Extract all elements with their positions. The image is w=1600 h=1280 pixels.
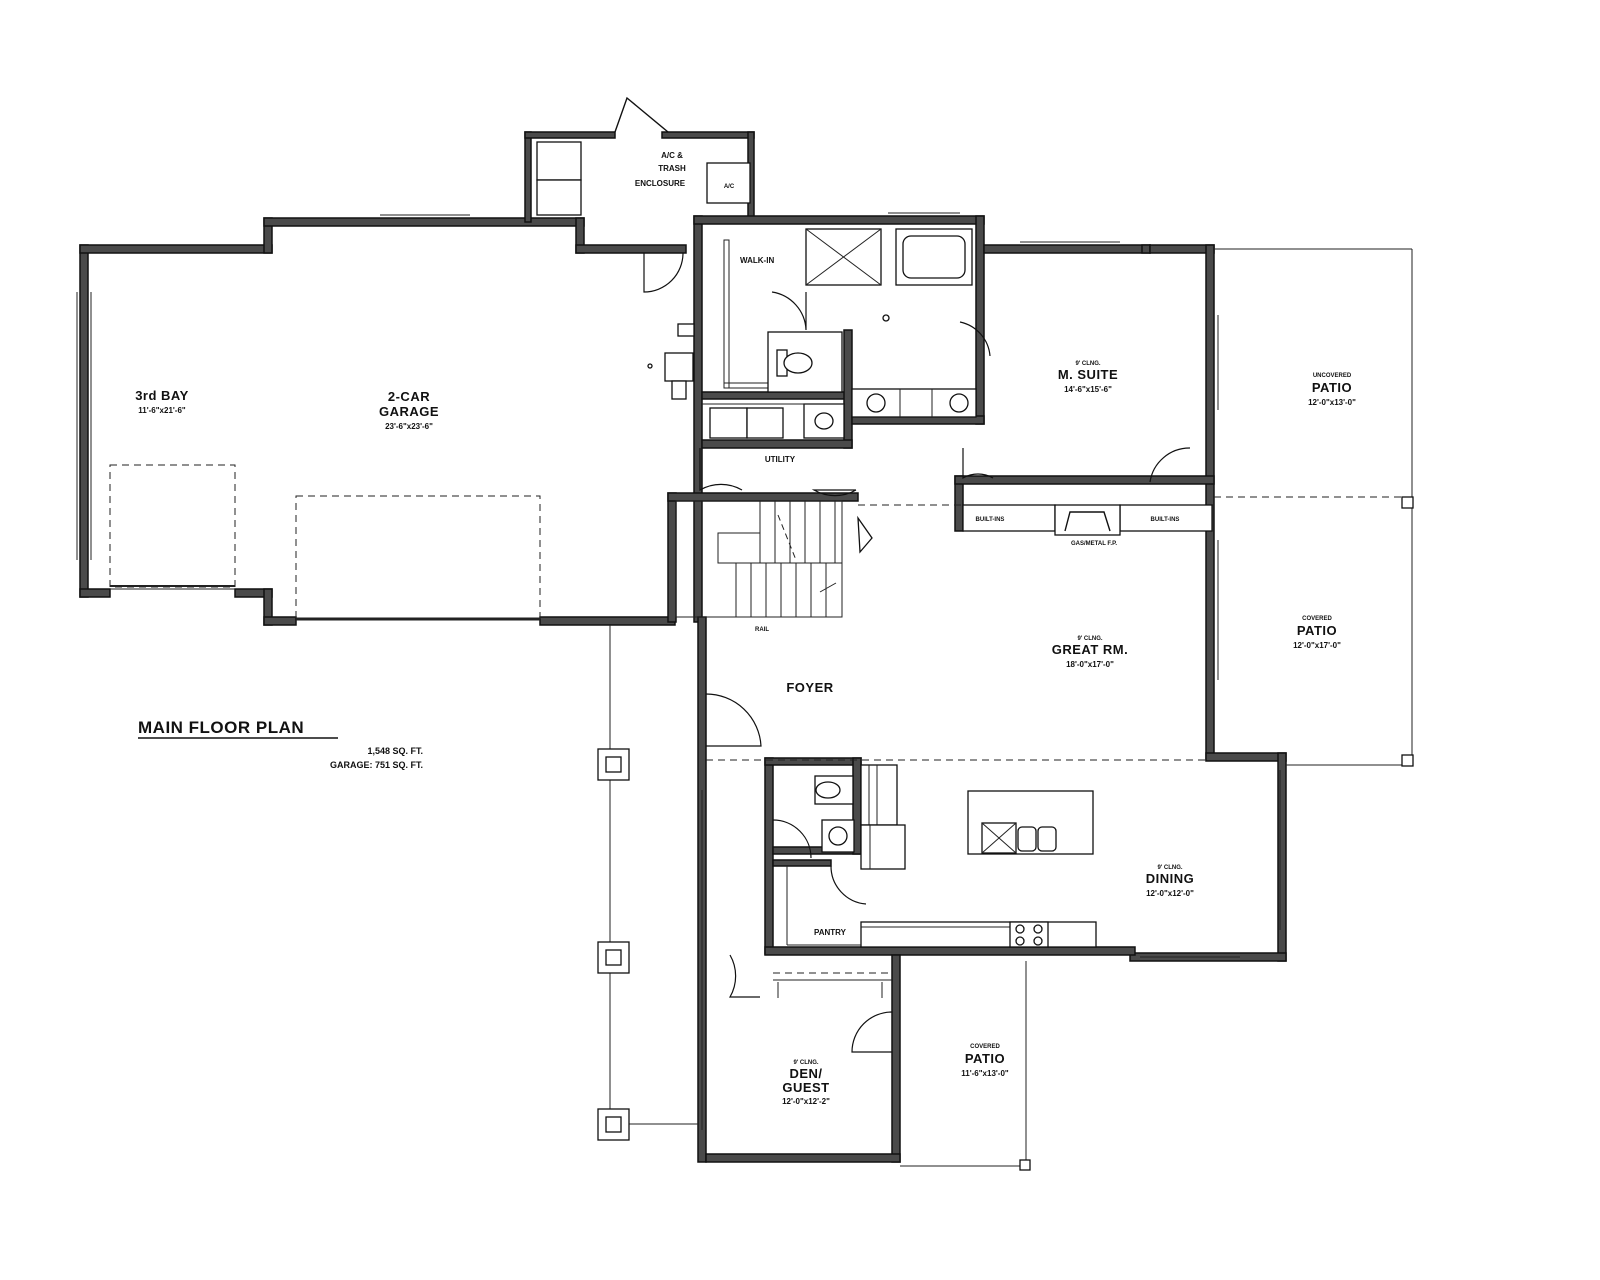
garage-north-wall	[263, 217, 585, 227]
walls	[79, 131, 1287, 1163]
built-ins-left	[962, 504, 1056, 532]
patio-covered-right-dims: 12'-0"x17'-0"	[1293, 641, 1341, 650]
doors	[643, 252, 1191, 1053]
wall-oven	[860, 824, 906, 870]
refrigerator	[860, 764, 898, 826]
den-dims: 12'-0"x12'-2"	[782, 1097, 830, 1106]
patio-covered-bottom-dims: 11'-6"x13'-0"	[961, 1069, 1009, 1078]
stair-west-wall	[667, 492, 677, 623]
built-ins-left-label: BUILT-INS	[976, 517, 1005, 523]
utility-label: UTILITY	[765, 455, 796, 464]
suite-south-wall	[954, 475, 1215, 485]
garage-west-wall	[79, 244, 89, 598]
dryer	[746, 407, 784, 439]
ac-west-wall	[524, 131, 532, 223]
washer	[709, 407, 748, 439]
halfbath-west-wall	[764, 757, 774, 955]
ac-label-1: A/C &	[661, 151, 683, 160]
range	[1009, 921, 1049, 948]
dining-north-jog	[1205, 752, 1287, 762]
walk-in-label: WALK-IN	[740, 256, 774, 265]
garage-dims: 23'-6"x23'-6"	[385, 422, 433, 431]
great-rm-name: GREAT RM.	[1052, 642, 1128, 657]
fixtures	[647, 228, 1213, 998]
patio-uncovered-label: UNCOVERED	[1313, 373, 1352, 379]
kitchen-counter	[860, 921, 1097, 948]
foyer-label: FOYER	[786, 680, 833, 695]
ac-pad-top	[536, 141, 582, 181]
ac-north-wall-left	[524, 131, 616, 139]
great-rm-dims: 18'-0"x17'-0"	[1066, 660, 1114, 669]
plan-area-garage: GARAGE: 751 SQ. FT.	[330, 760, 423, 770]
ac-north-wall-right	[661, 131, 755, 139]
suite-north-wall	[983, 244, 1151, 254]
patio-uncovered-name: PATIO	[1312, 380, 1352, 395]
dining-name: DINING	[1146, 871, 1195, 886]
den-name-1: DEN/	[789, 1066, 822, 1081]
great-rm-ceiling: 9' CLNG.	[1077, 636, 1102, 642]
garage-north-wall-left	[79, 244, 273, 254]
garage-north-wall-right	[575, 244, 687, 254]
patio-covered-right-name: PATIO	[1297, 623, 1337, 638]
suite-east-wall	[1205, 244, 1215, 761]
den-east-wall	[891, 954, 901, 1163]
dashed-lines	[109, 464, 1410, 974]
den-ceiling: 9' CLNG.	[793, 1060, 818, 1066]
pantry-label: PANTRY	[814, 928, 847, 937]
fireplace-label: GAS/METAL F.P.	[1071, 541, 1117, 547]
ac-pad-bottom	[536, 179, 582, 216]
garage-name-2: GARAGE	[379, 404, 439, 419]
ac-gate	[614, 96, 669, 133]
garage-water-heater	[664, 352, 694, 382]
plan-title: MAIN FLOOR PLAN	[138, 718, 304, 737]
ac-unit-label: A/C	[724, 184, 735, 190]
suite-dims: 14'-6"x15'-6"	[1064, 385, 1112, 394]
ac-unit	[706, 162, 751, 204]
stair-door-swing	[857, 515, 873, 554]
garage-name-1: 2-CAR	[388, 389, 430, 404]
suite-name: M. SUITE	[1058, 367, 1118, 382]
dining-dims: 12'-0"x12'-0"	[1146, 889, 1194, 898]
suite-ceiling: 9' CLNG.	[1075, 361, 1100, 367]
patio-uncovered-dims: 12'-0"x13'-0"	[1308, 398, 1356, 407]
bath-west-wall	[693, 215, 703, 623]
patios	[597, 248, 1414, 1171]
stair-treads	[718, 501, 842, 617]
third-bay-dims: 11'-6"x21'-6"	[138, 406, 186, 415]
suite-north-wall-right	[1149, 244, 1215, 254]
suite-north-corner	[1141, 244, 1151, 254]
dining-ceiling: 9' CLNG.	[1157, 865, 1182, 871]
bath-north-wall	[693, 215, 985, 225]
stair-north-wall	[667, 492, 859, 502]
patio-covered-right-label: COVERED	[1302, 616, 1332, 622]
dining-east-wall	[1277, 752, 1287, 962]
third-bay-name: 3rd BAY	[135, 388, 189, 403]
den-name-2: GUEST	[782, 1080, 829, 1095]
garage-south-left	[263, 616, 297, 626]
halfbath-north-wall	[764, 757, 862, 766]
windows	[76, 212, 1281, 1130]
patio-covered-bottom-name: PATIO	[965, 1051, 1005, 1066]
rail-label: RAIL	[755, 627, 769, 633]
utility-north-wall	[701, 439, 853, 449]
kitchen-south-wall	[764, 946, 1136, 956]
walk-in-south-wall	[701, 391, 853, 400]
den-south-wall	[705, 1153, 901, 1163]
plan-area-main: 1,548 SQ. FT.	[367, 746, 423, 756]
ac-label-3: ENCLOSURE	[635, 179, 686, 188]
pantry-north-wall	[772, 859, 832, 867]
built-ins-right-label: BUILT-INS	[1151, 517, 1180, 523]
ac-label-2: TRASH	[658, 164, 686, 173]
bath-mid-wall	[843, 329, 853, 449]
garage-south-right	[539, 616, 676, 626]
third-bay-south-left	[79, 588, 111, 598]
bath-east-wall	[975, 215, 985, 425]
patio-covered-bottom-label: COVERED	[970, 1044, 1000, 1050]
